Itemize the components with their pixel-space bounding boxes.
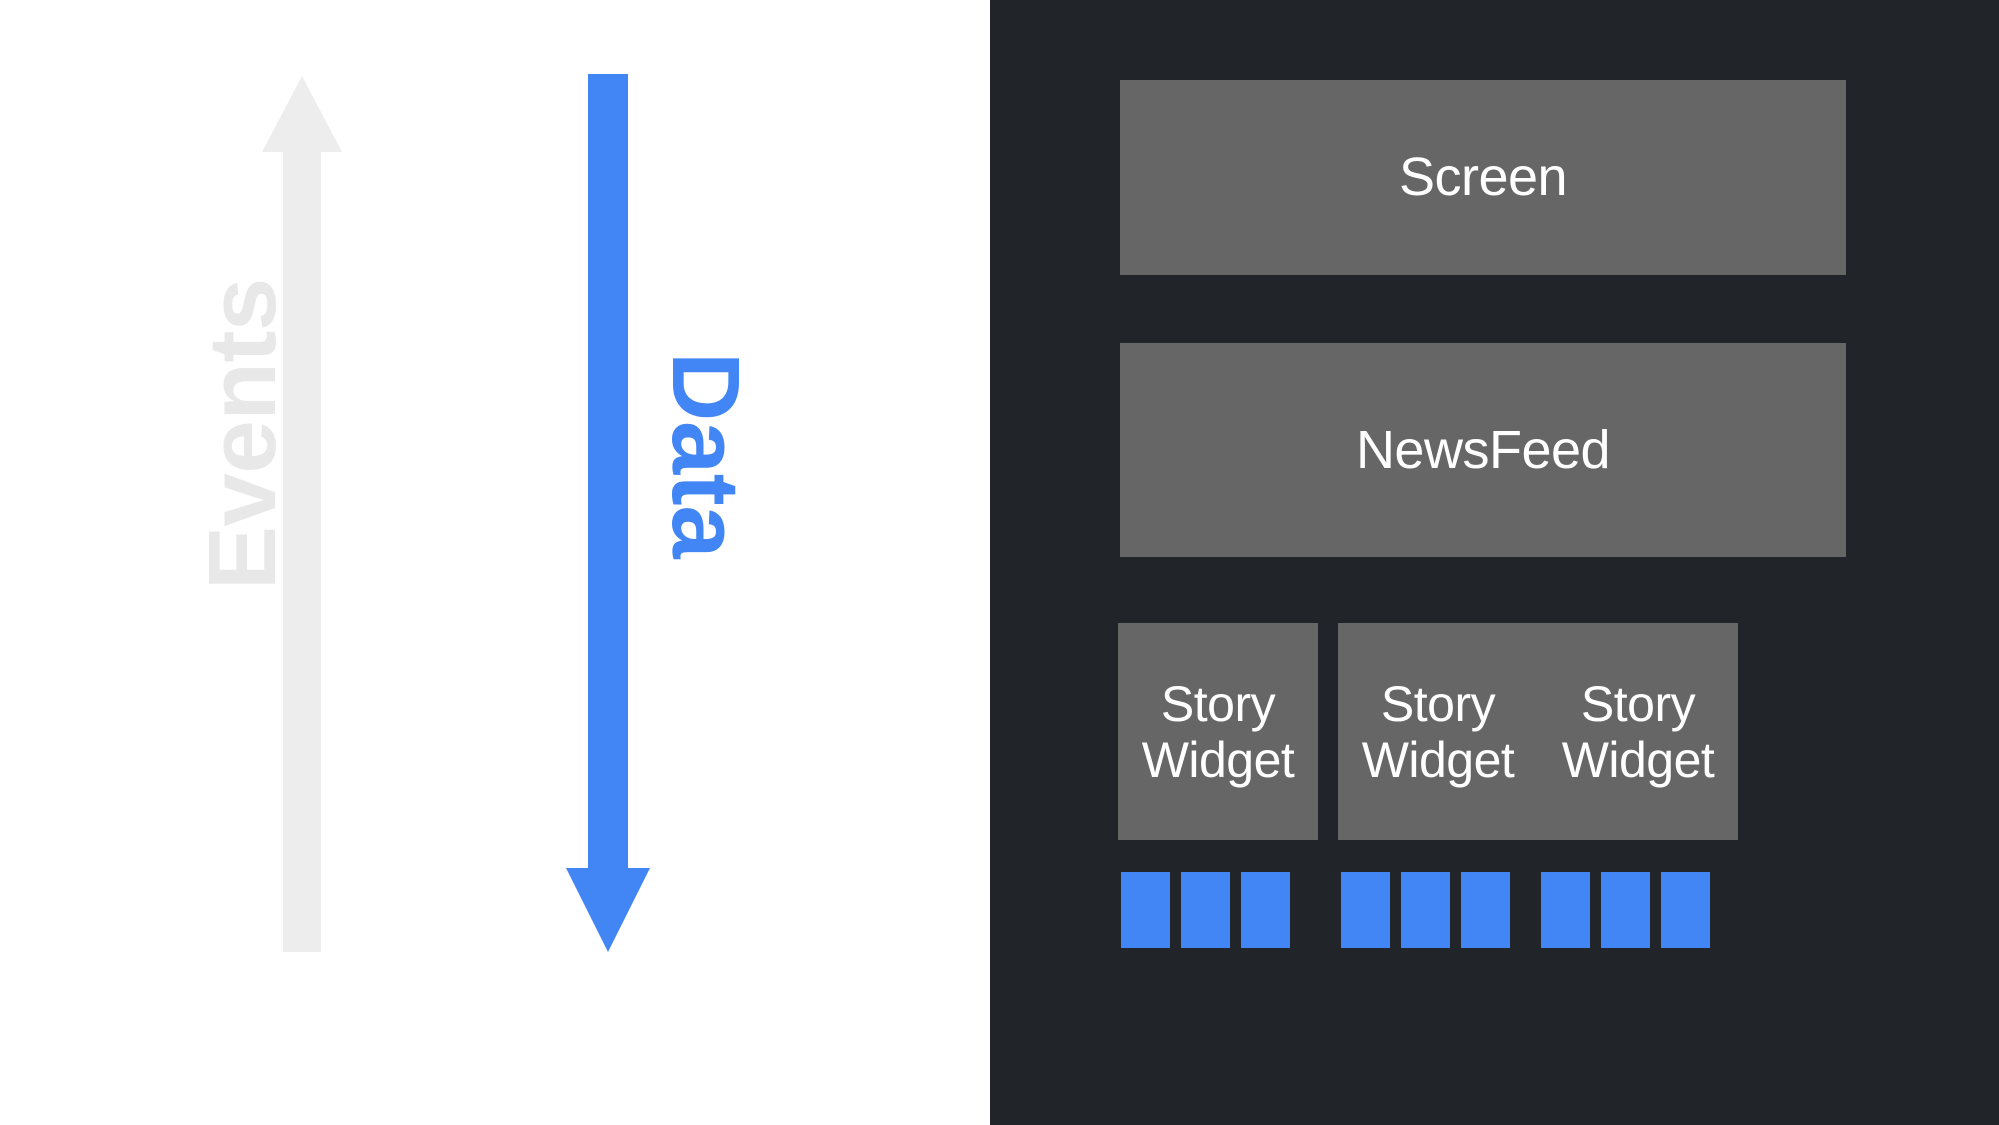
primitive-bar[interactable] [1181, 872, 1230, 948]
node-story-widget[interactable]: Story Widget [1118, 623, 1318, 840]
node-newsfeed[interactable]: NewsFeed [1120, 343, 1846, 557]
node-story-widget-label-line1: Story [1380, 675, 1496, 732]
node-screen[interactable]: Screen [1120, 80, 1846, 275]
primitive-bar[interactable] [1341, 872, 1390, 948]
component-tree-panel: Screen NewsFeed Story Widget Story Widge… [990, 0, 1999, 1125]
arrow-up-icon [262, 76, 342, 952]
node-story-widget[interactable]: Story Widget [1338, 623, 1538, 840]
node-story-widget-label: Story Widget [1362, 676, 1515, 788]
primitive-bar[interactable] [1661, 872, 1710, 948]
node-story-widget-label: Story Widget [1142, 676, 1295, 788]
primitive-bar[interactable] [1461, 872, 1510, 948]
node-story-widget-label-line2: Widget [1141, 731, 1295, 788]
flow-legend-panel: Events Data [0, 0, 990, 1125]
arrow-down-icon [566, 74, 650, 952]
node-story-widget-label-line2: Widget [1361, 731, 1515, 788]
primitive-bar[interactable] [1601, 872, 1650, 948]
data-flow-label: Data [652, 352, 759, 559]
primitive-bar[interactable] [1541, 872, 1590, 948]
primitive-bar[interactable] [1121, 872, 1170, 948]
primitive-bar[interactable] [1241, 872, 1290, 948]
primitive-bar-group [1541, 872, 1710, 948]
node-screen-label: Screen [1398, 147, 1568, 208]
node-newsfeed-label: NewsFeed [1355, 419, 1611, 480]
primitive-bar-group [1121, 872, 1290, 948]
node-story-widget-label-line1: Story [1160, 675, 1276, 732]
primitive-bar-group [1341, 872, 1510, 948]
node-story-widget[interactable]: Story Widget [1538, 623, 1738, 840]
node-story-widget-label: Story Widget [1562, 676, 1715, 788]
events-flow-label: Events [189, 278, 296, 590]
node-story-widget-label-line1: Story [1580, 675, 1696, 732]
primitive-bar[interactable] [1401, 872, 1450, 948]
node-story-widget-label-line2: Widget [1561, 731, 1715, 788]
